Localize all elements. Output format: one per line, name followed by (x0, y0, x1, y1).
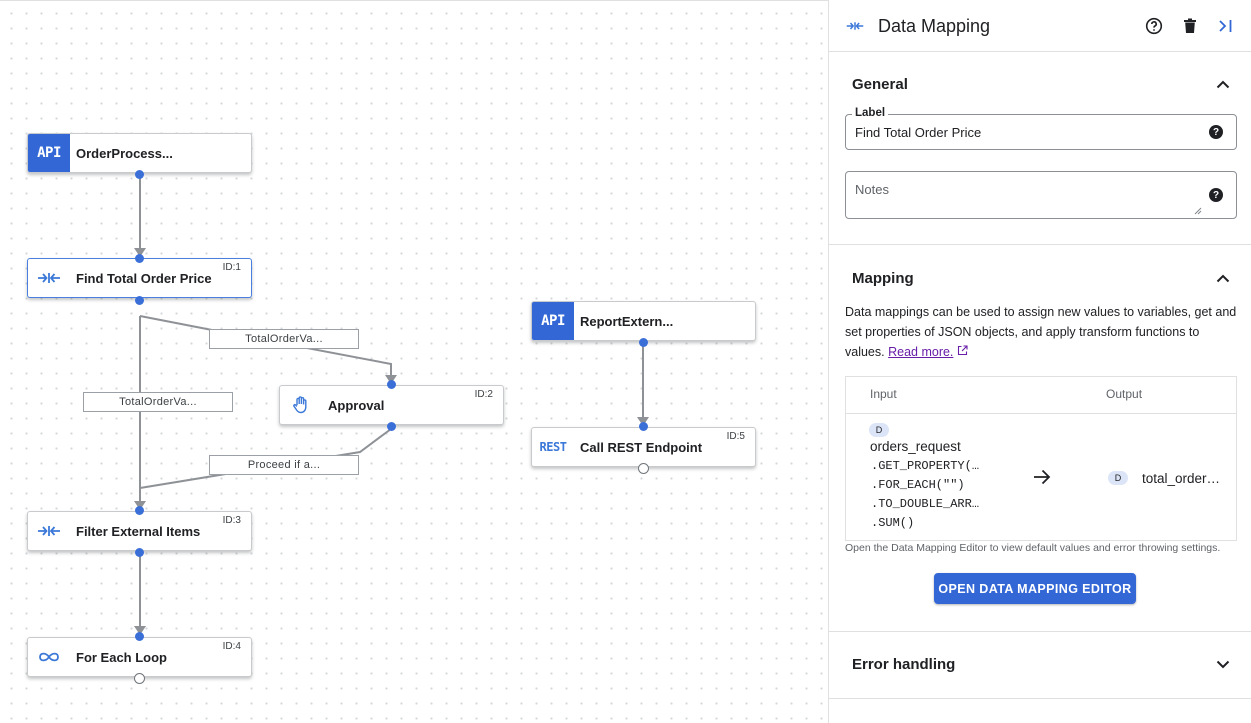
help-icon[interactable]: ? (1209, 188, 1223, 202)
input-variable[interactable]: orders_request (870, 439, 961, 454)
field-label: Label (852, 107, 889, 119)
mapping-row[interactable]: D orders_request .GET_PROPERTY(… .FOR_EA… (846, 414, 1236, 542)
output-port[interactable] (387, 422, 396, 431)
output-port[interactable] (135, 548, 144, 557)
mapping-table: Input Output D orders_request .GET_PROPE… (845, 376, 1237, 541)
input-port[interactable] (639, 422, 648, 431)
panel-title: Data Mapping (878, 16, 991, 36)
mapping-description: Data mappings can be used to assign new … (845, 305, 1237, 359)
canvas-top-border (0, 0, 828, 1)
node-id: ID:5 (726, 431, 745, 442)
node-title: ReportExtern... (580, 313, 674, 329)
arrowhead (134, 626, 146, 635)
notes-field[interactable]: Notes ? (845, 171, 1237, 219)
data-mapping-panel: Data Mapping General Label Find Total Or… (828, 0, 1251, 723)
panel-header: Data Mapping (829, 0, 1251, 52)
output-port-unconnected[interactable] (134, 673, 145, 684)
section-title: General (852, 76, 908, 93)
output-port[interactable] (639, 338, 648, 347)
output-port[interactable] (135, 170, 144, 179)
mapping-table-header: Input Output (846, 377, 1236, 414)
api-icon: API (28, 134, 70, 172)
input-port[interactable] (135, 632, 144, 641)
open-in-new-icon[interactable] (957, 345, 968, 356)
read-more-link[interactable]: Read more. (888, 345, 954, 359)
node-call-rest-endpoint[interactable]: REST Call REST Endpoint ID:5 (531, 427, 756, 467)
help-icon[interactable] (1142, 14, 1166, 38)
edges-layer (134, 176, 649, 635)
edge-approval-filter (139, 428, 392, 489)
node-for-each-loop[interactable]: For Each Loop ID:4 (27, 637, 252, 677)
arrowhead (134, 248, 146, 257)
output-variable[interactable]: total_order… (1142, 471, 1221, 486)
node-id: ID:2 (474, 389, 493, 400)
arrowhead (134, 501, 146, 510)
node-filter-external-items[interactable]: Filter External Items ID:3 (27, 511, 252, 551)
resize-handle-icon[interactable] (1194, 207, 1202, 215)
collapse-panel-icon[interactable] (1214, 14, 1238, 38)
arrow-right-icon (1033, 469, 1051, 490)
input-port[interactable] (135, 506, 144, 515)
label-input[interactable]: Find Total Order Price (855, 125, 982, 140)
input-port[interactable] (387, 380, 396, 389)
output-port[interactable] (135, 296, 144, 305)
node-title: Call REST Endpoint (580, 439, 703, 455)
section-title: Mapping (852, 270, 914, 287)
edge-label[interactable]: Proceed if a... (209, 455, 359, 475)
integration-canvas[interactable]: API OrderProcess... Find Total Order Pri… (0, 0, 828, 723)
section-title: Error handling (852, 656, 956, 673)
input-port[interactable] (135, 254, 144, 263)
chevron-up-icon[interactable] (1213, 74, 1233, 94)
node-order-process[interactable]: API OrderProcess... (27, 133, 252, 173)
function-call: .GET_PROPERTY(… (871, 459, 980, 473)
node-id: ID:3 (222, 515, 241, 526)
arrowhead (637, 417, 649, 426)
hand-icon (280, 386, 322, 424)
node-title: For Each Loop (76, 649, 167, 665)
node-title: OrderProcess... (76, 145, 173, 161)
function-call: .FOR_EACH("") (871, 478, 965, 492)
node-title: Find Total Order Price (76, 270, 212, 286)
function-call: .SUM() (871, 516, 915, 530)
chevron-up-icon[interactable] (1213, 268, 1233, 288)
data-mapping-icon (843, 14, 867, 38)
data-mapping-icon (28, 259, 70, 297)
open-data-mapping-editor-button[interactable]: OPEN DATA MAPPING EDITOR (934, 573, 1136, 604)
output-port-unconnected[interactable] (638, 463, 649, 474)
help-icon[interactable]: ? (1209, 125, 1223, 139)
node-title: Filter External Items (76, 523, 201, 539)
function-call: .TO_DOUBLE_ARR… (871, 497, 980, 511)
node-id: ID:4 (222, 641, 241, 652)
rest-icon: REST (539, 440, 567, 454)
column-header-output: Output (1106, 387, 1143, 401)
node-title: Approval (328, 397, 385, 413)
editor-hint: Open the Data Mapping Editor to view def… (845, 542, 1221, 554)
edge-label[interactable]: TotalOrderVa... (83, 392, 233, 412)
api-icon: API (532, 302, 574, 340)
delete-icon[interactable] (1178, 14, 1202, 38)
node-report-external[interactable]: API ReportExtern... (531, 301, 756, 341)
input-functions: .GET_PROPERTY(… .FOR_EACH("") .TO_DOUBLE… (871, 457, 979, 533)
general-section: General Label Find Total Order Price ? N… (829, 52, 1251, 245)
column-header-input: Input (870, 387, 897, 401)
chevron-down-icon[interactable] (1213, 654, 1233, 674)
notes-placeholder: Notes (855, 182, 889, 197)
node-id: ID:1 (222, 262, 241, 273)
node-approval[interactable]: Approval ID:2 (279, 385, 504, 425)
type-chip: D (869, 423, 889, 437)
arrowhead (385, 375, 397, 384)
loop-icon (28, 638, 70, 676)
edge-label[interactable]: TotalOrderVa... (209, 329, 359, 349)
type-chip: D (1108, 471, 1128, 485)
label-field[interactable]: Label Find Total Order Price ? (845, 107, 1237, 150)
data-mapping-icon (28, 512, 70, 550)
error-handling-section: Error handling (829, 632, 1251, 699)
node-find-total-order-price[interactable]: Find Total Order Price ID:1 (27, 258, 252, 298)
mapping-section: Mapping Data mappings can be used to ass… (829, 245, 1251, 632)
